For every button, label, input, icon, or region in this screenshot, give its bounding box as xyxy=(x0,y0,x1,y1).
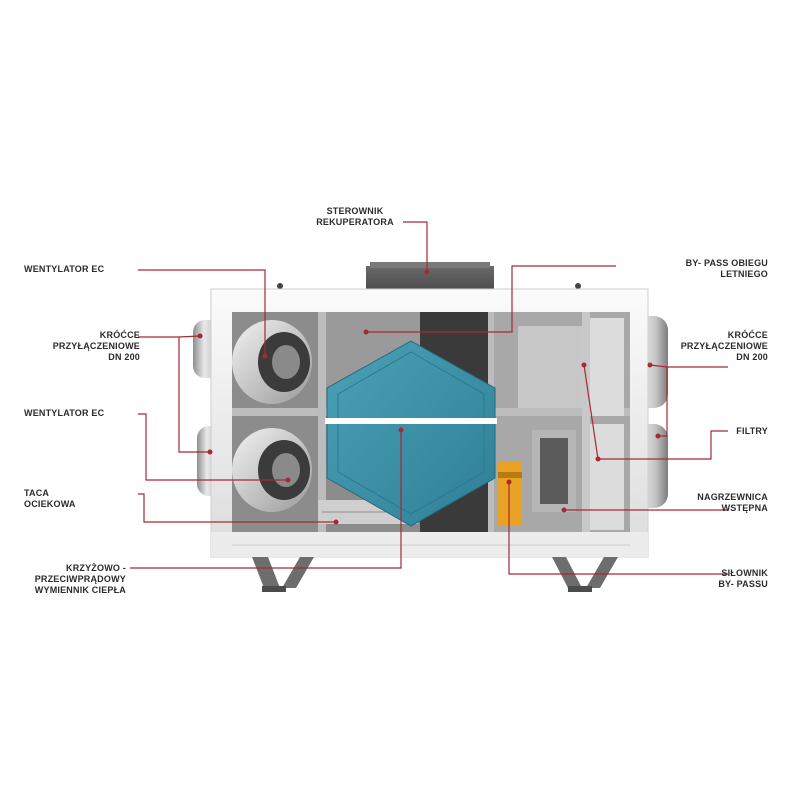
leader-krocce-right xyxy=(658,366,728,437)
leader-krocce-left-2 xyxy=(178,335,201,338)
leader-wymiennik xyxy=(130,430,402,569)
controller-box xyxy=(366,266,494,292)
label-filtry: FILTRY xyxy=(736,426,768,436)
filter-top xyxy=(590,318,624,416)
leader-krocce-left xyxy=(138,336,210,453)
label-wymiennik: KRZYŻOWO - PRZECIWPRĄDOWY WYMIENNIK CIEP… xyxy=(34,563,126,595)
leader-filtry xyxy=(598,430,728,460)
label-bypass: BY- PASS OBIEGU LETNIEGO xyxy=(685,258,768,279)
leader-wentylator-bottom xyxy=(138,413,288,481)
heat-exchanger xyxy=(326,340,496,527)
label-silownik: SIŁOWNIK BY- PASSU xyxy=(718,568,768,589)
label-sterownik: STEROWNIK REKUPERATORA xyxy=(316,206,394,227)
leader-taca xyxy=(138,493,336,523)
label-krocce-right: KRÓĆCE PRZYŁĄCZENIOWE DN 200 xyxy=(680,330,768,362)
label-taca: TACA OCIEKOWA xyxy=(24,488,76,509)
leader-dots xyxy=(197,269,661,525)
label-krocce-left: KRÓĆCE PRZYŁĄCZENIOWE DN 200 xyxy=(52,330,140,362)
leader-lines xyxy=(130,221,728,575)
leader-silownik xyxy=(508,482,728,575)
label-wentylator-top: WENTYLATOR EC xyxy=(24,264,105,274)
leader-bypass xyxy=(366,265,616,333)
right-leg xyxy=(552,557,582,588)
label-nagrzewnica: NAGRZEWNICA WSTĘPNA xyxy=(697,492,768,513)
bypass-actuator xyxy=(498,462,522,526)
label-wentylator-bottom: WENTYLATOR EC xyxy=(24,408,105,418)
left-leg xyxy=(252,557,280,588)
leader-sterownik xyxy=(403,221,428,272)
leader-krocce-right-2 xyxy=(649,364,668,368)
leader-filtry-2 xyxy=(583,364,599,460)
leader-wentylator-top xyxy=(138,269,266,356)
